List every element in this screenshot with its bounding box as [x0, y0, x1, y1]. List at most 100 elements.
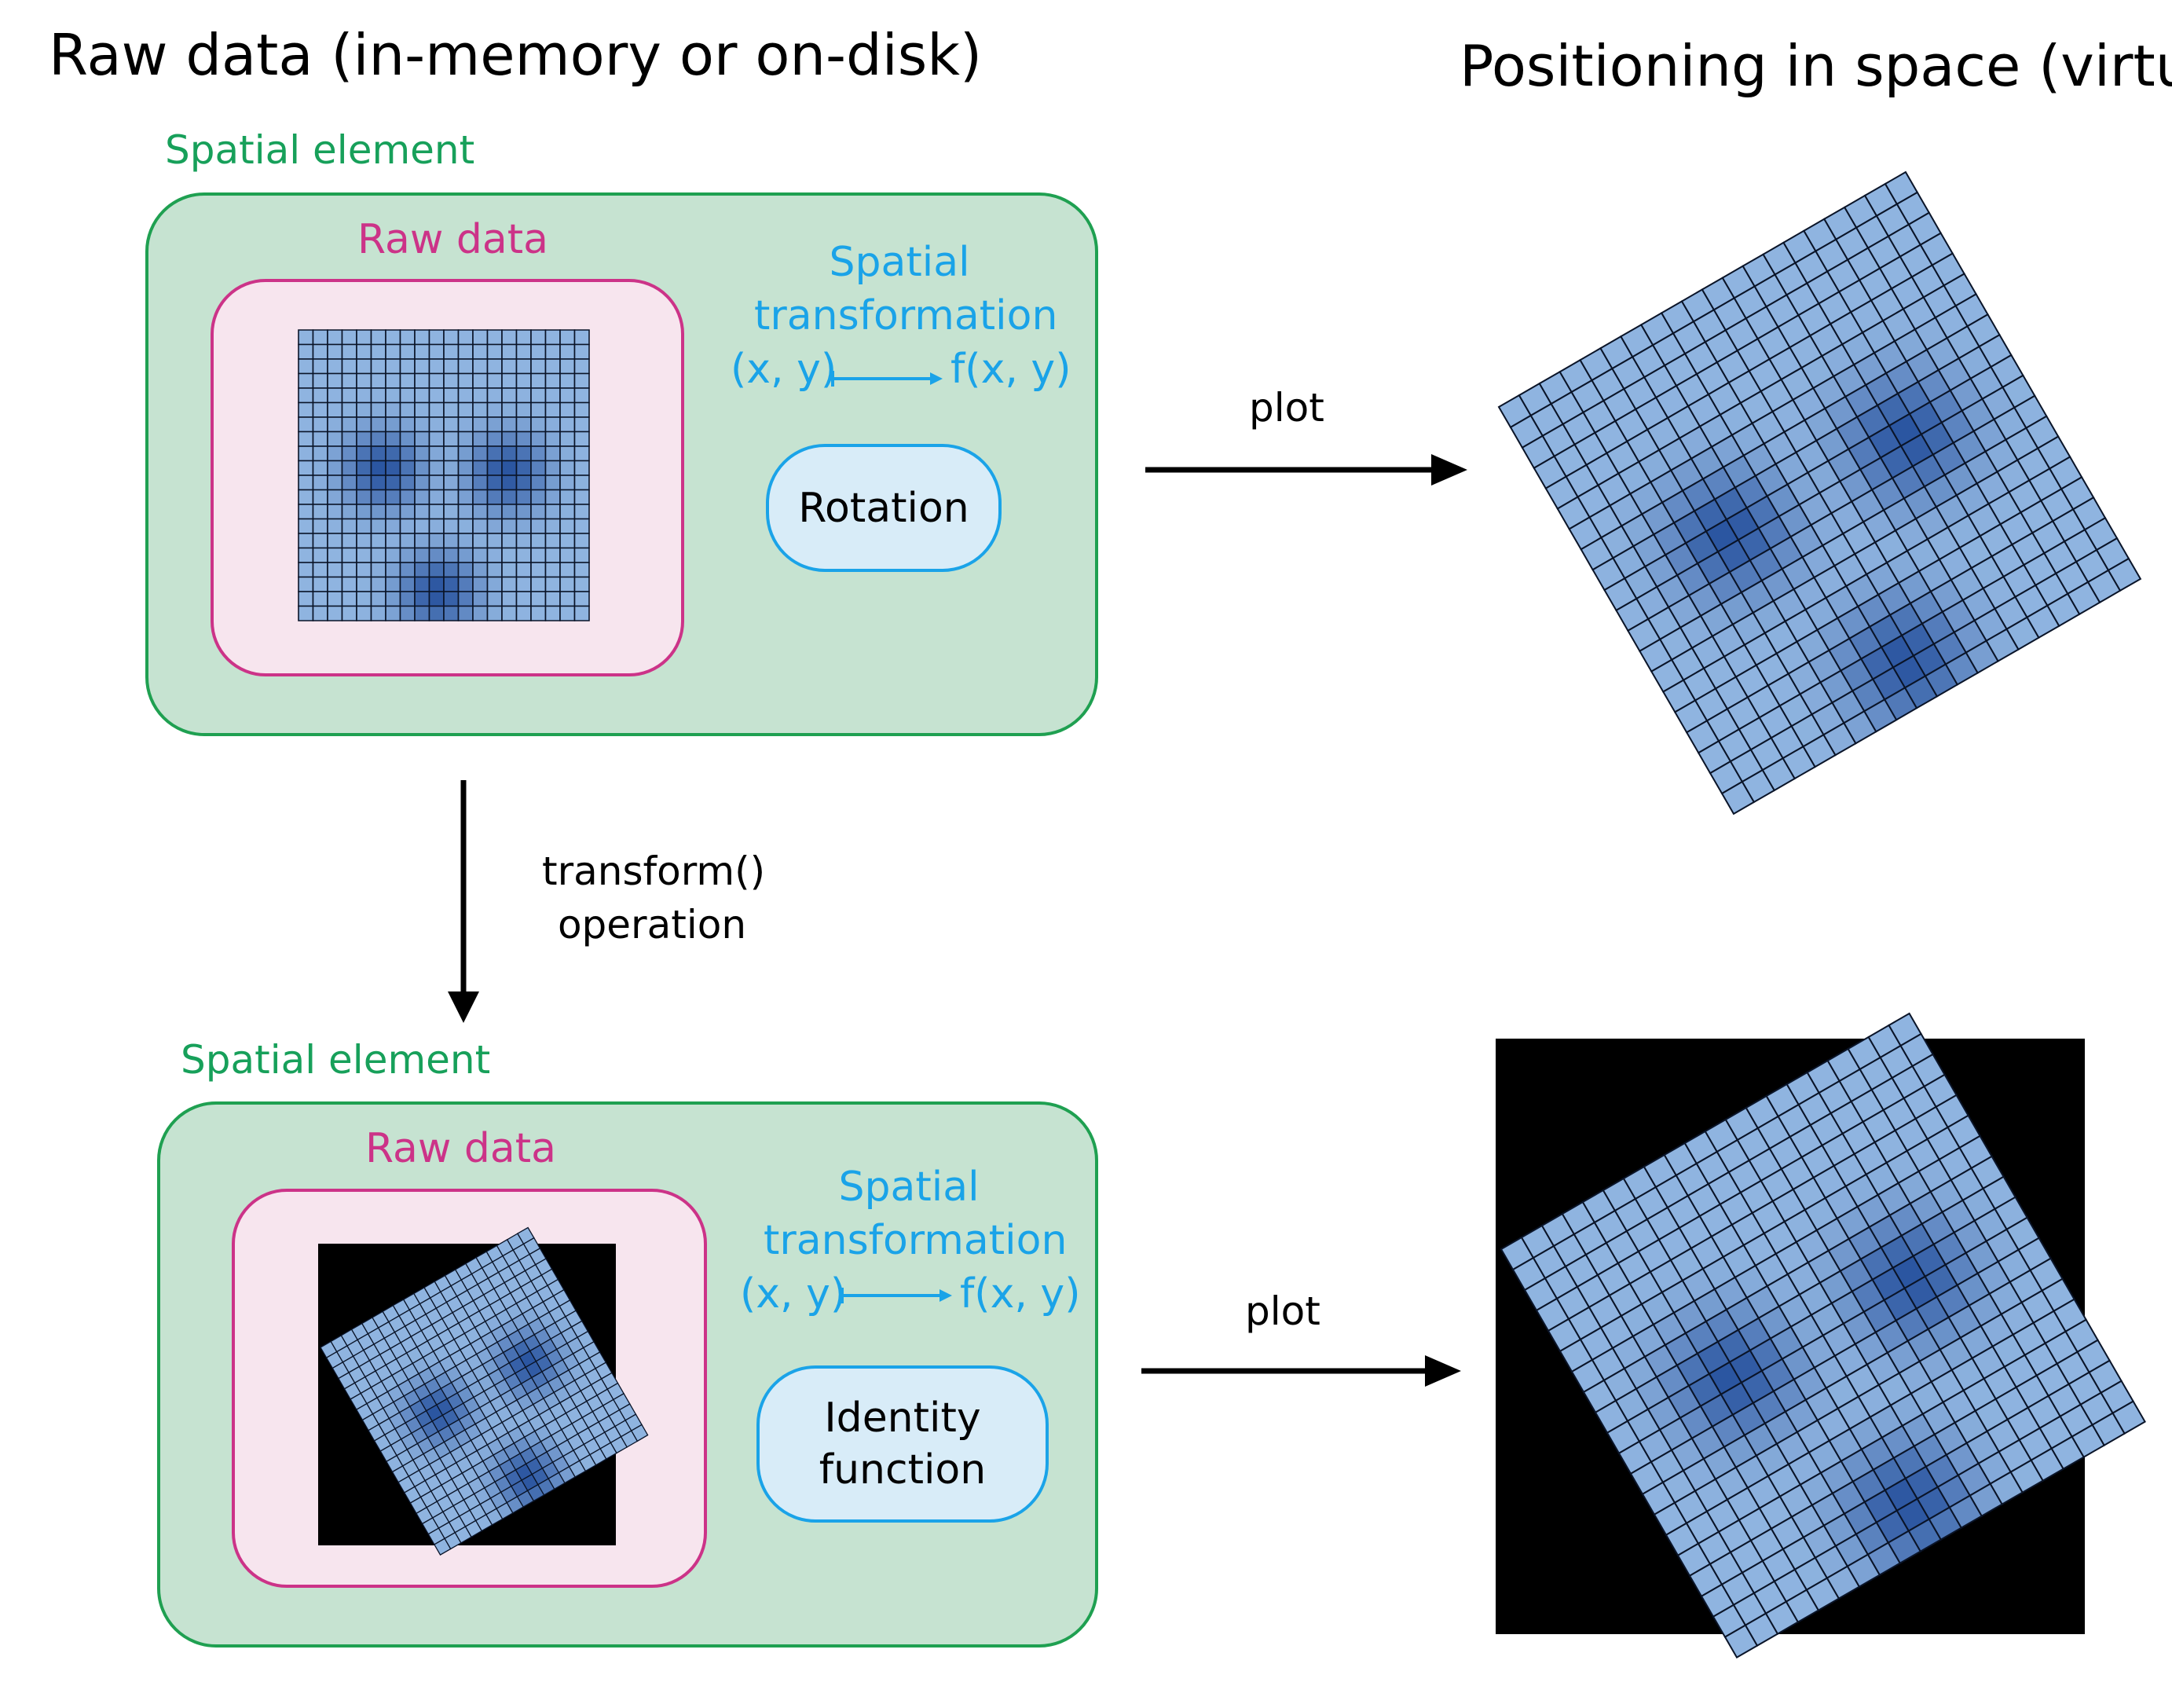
grid-cell — [1693, 498, 1728, 533]
grid-cell — [1687, 582, 1723, 618]
grid-cell — [1544, 475, 1579, 510]
grid-cell — [1684, 530, 1720, 565]
grid-cell — [1880, 634, 1915, 669]
grid-cell — [1660, 300, 1695, 335]
grid-cell — [1847, 436, 1882, 471]
grid-cell — [1885, 549, 1921, 585]
grid-cell — [1637, 449, 1672, 483]
grid-cell — [1658, 626, 1694, 662]
grid-cell — [1884, 170, 1919, 206]
bottom-plot-background — [1496, 1039, 2085, 1634]
grid-cell — [1813, 564, 1848, 599]
grid-cell — [1580, 536, 1614, 571]
grid-cell — [1717, 728, 1753, 763]
grid-cell — [1844, 383, 1879, 419]
grid-cell — [1799, 681, 1833, 716]
grid-cell — [1895, 191, 1931, 226]
grid-cell — [1667, 594, 1702, 629]
grid-cell — [1769, 535, 1804, 570]
grid-cell — [1804, 407, 1838, 442]
grid-cell — [1639, 312, 1675, 346]
grid-cell — [1830, 500, 1865, 535]
grid-cell — [1745, 495, 1781, 530]
bottom-spatial-element-label: Spatial element — [181, 1037, 491, 1083]
grid-cell — [1964, 450, 1998, 485]
grid-cell — [1923, 474, 1958, 508]
grid-cell — [1803, 218, 1837, 252]
grid-cell — [1881, 307, 1917, 343]
grid-cell — [1902, 296, 1937, 331]
grid-cell — [1529, 402, 1565, 438]
grid-cell — [1550, 390, 1584, 426]
grid-cell — [1606, 440, 1640, 475]
grid-cell — [1914, 505, 1950, 541]
grid-cell — [1864, 372, 1899, 407]
grid-cell — [1692, 309, 1727, 343]
grid-cell — [1786, 471, 1821, 506]
grid-cell — [1808, 649, 1842, 684]
grid-cell — [1755, 652, 1790, 687]
grid-cell — [1925, 336, 1961, 372]
grid-cell — [1796, 629, 1830, 663]
grid-cell — [1908, 401, 1943, 436]
grid-cell — [1806, 270, 1841, 305]
grid-cell — [1826, 258, 1861, 293]
grid-cell — [1944, 651, 1980, 686]
grid-cell — [1859, 456, 1894, 491]
grid-cell — [2063, 528, 2098, 563]
grid-cell — [1742, 442, 1777, 477]
grid-cell — [1742, 253, 1776, 288]
grid-cell — [1777, 313, 1811, 349]
grid-cell — [1932, 442, 1967, 476]
grid-cell — [1797, 302, 1832, 337]
grid-cell — [1775, 640, 1810, 675]
grid-cell — [1873, 339, 1908, 375]
grid-cell — [1809, 322, 1844, 357]
grid-cell — [1749, 736, 1785, 772]
grid-cell — [1811, 702, 1845, 736]
grid-cell — [1953, 619, 1988, 654]
top-plot-label: plot — [1249, 385, 1324, 431]
grid-cell — [1627, 618, 1661, 653]
grid-cell — [1719, 401, 1754, 437]
grid-cell — [1716, 538, 1752, 574]
grid-cell — [1713, 486, 1749, 521]
grid-cell — [1672, 510, 1708, 544]
grid-cell — [1655, 574, 1690, 609]
bottom-raw-image-background — [318, 1244, 616, 1545]
grid-cell — [1934, 304, 1969, 339]
grid-cell — [1661, 679, 1697, 713]
grid-cell — [1620, 324, 1654, 358]
grid-cell — [1643, 553, 1679, 588]
grid-cell — [1654, 384, 1690, 420]
grid-cell — [2051, 508, 2086, 543]
grid-cell — [1892, 654, 1927, 689]
grid-cell — [2005, 427, 2039, 461]
grid-cell — [1651, 332, 1687, 367]
grid-cell — [1843, 709, 1877, 745]
grid-cell — [1890, 276, 1925, 310]
grid-cell — [1893, 328, 1928, 363]
grid-cell — [1850, 489, 1885, 523]
grid-cell — [1967, 502, 2002, 537]
grid-cell — [1518, 382, 1553, 417]
grid-cell — [1626, 428, 1661, 464]
grid-cell — [1743, 632, 1778, 666]
grid-cell — [1765, 294, 1800, 328]
grid-cell — [1774, 262, 1808, 296]
grid-cell — [1862, 698, 1898, 733]
grid-cell — [1775, 451, 1809, 486]
grid-cell — [1708, 570, 1743, 606]
grid-cell — [1848, 625, 1883, 660]
grid-cell — [2039, 488, 2075, 522]
grid-cell — [2095, 537, 2130, 572]
grid-cell — [1837, 279, 1873, 313]
grid-cell — [1802, 733, 1837, 768]
grid-cell — [1650, 658, 1685, 693]
grid-cell — [1786, 282, 1820, 317]
grid-cell — [1710, 434, 1745, 468]
grid-cell — [1846, 247, 1881, 281]
transform-operation-label: transform() operation — [542, 849, 766, 947]
grid-cell — [1831, 690, 1866, 724]
